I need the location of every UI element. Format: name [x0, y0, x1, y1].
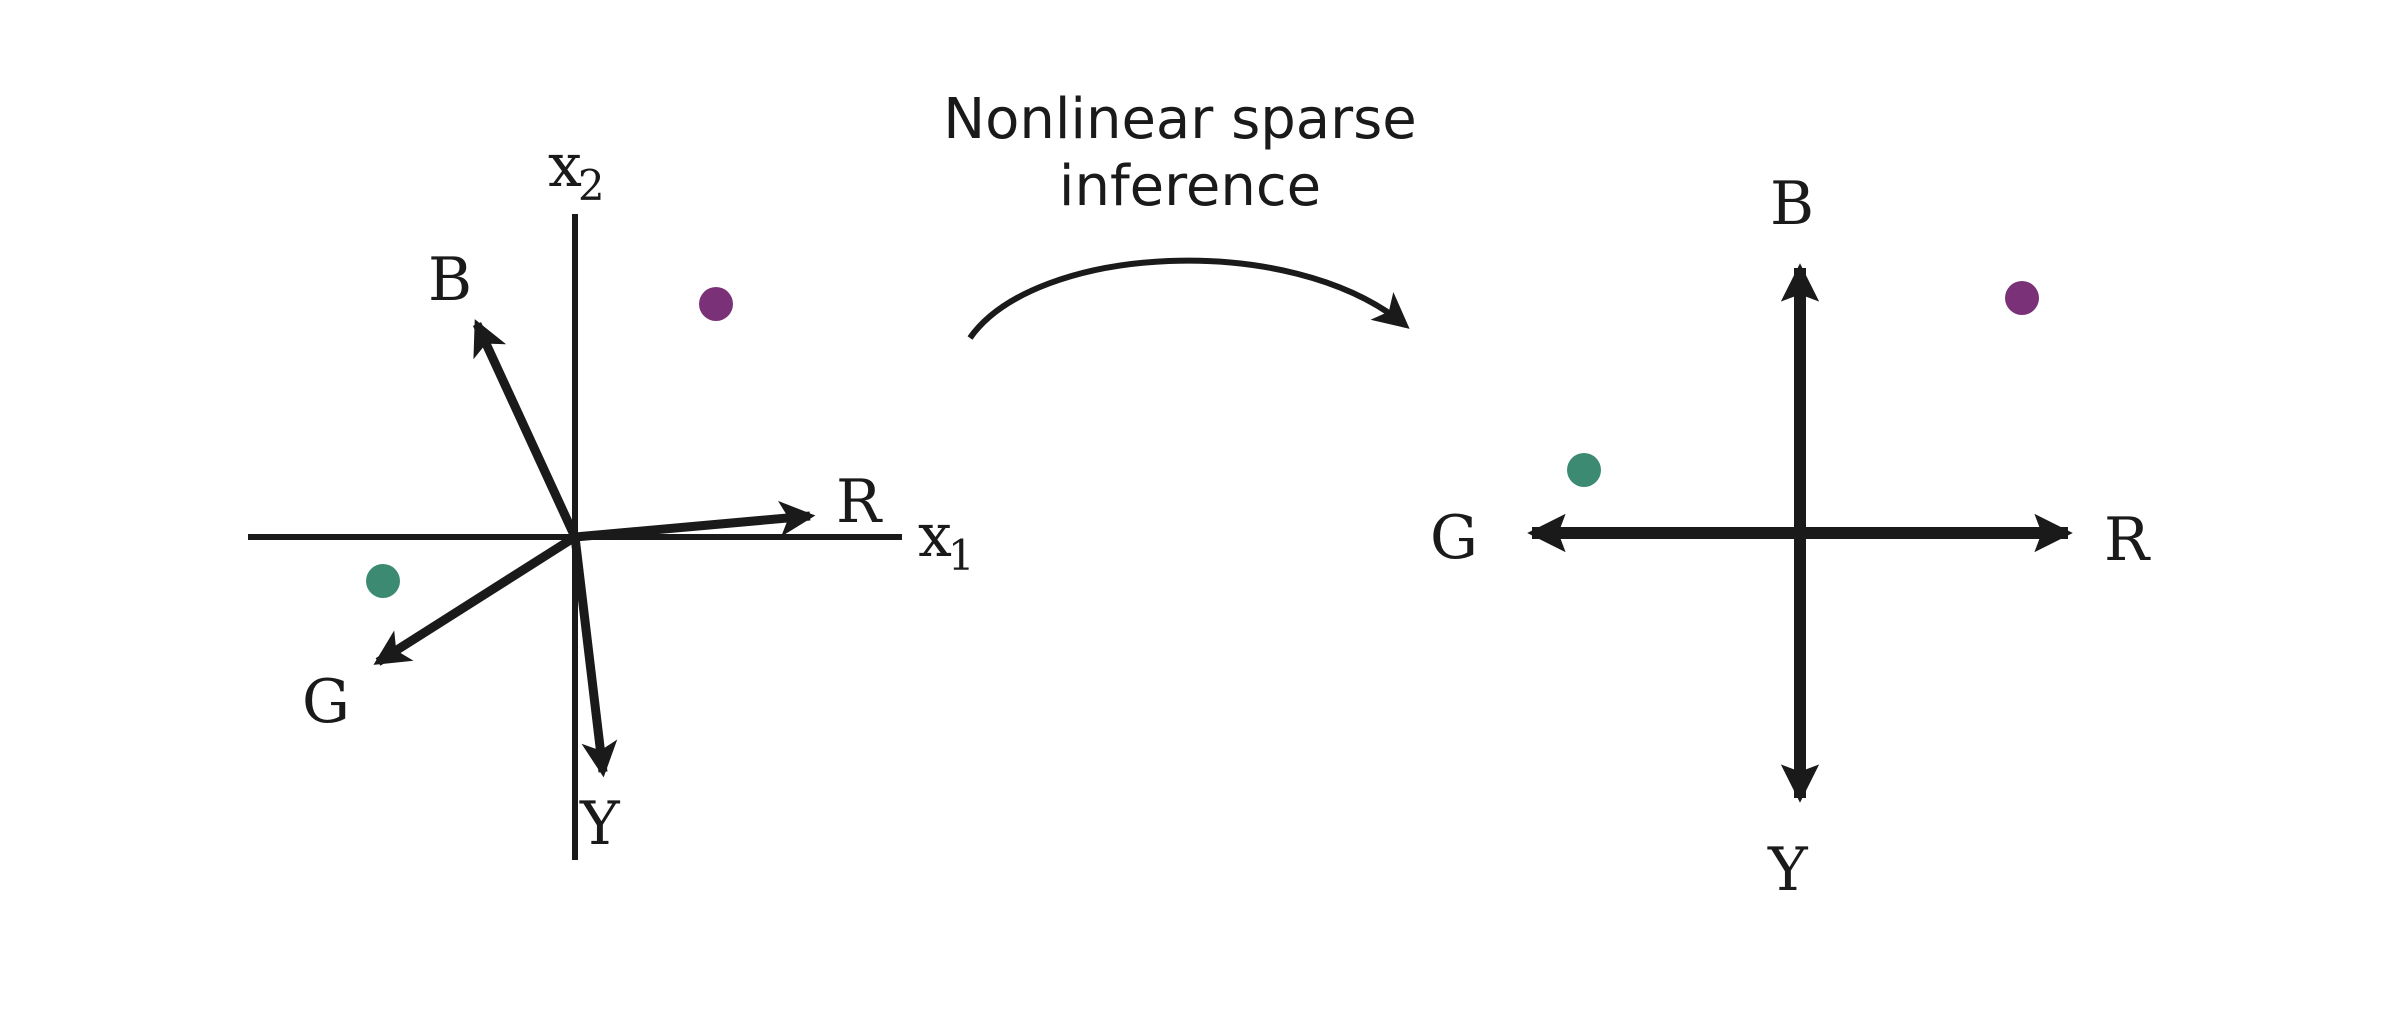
vector-g-left-label: G [302, 667, 350, 737]
vector-b-left-label: B [428, 245, 472, 315]
vector-y-left [570, 536, 618, 778]
purple-point-right [2005, 281, 2039, 315]
transformation-arrow [967, 257, 1410, 340]
vector-b-right-label: B [1770, 169, 1814, 239]
vector-y-left-label: Y [579, 789, 621, 859]
x2-axis-label: x2 [548, 131, 605, 210]
x1-axis-label: x1 [918, 501, 975, 580]
vector-r-left [574, 500, 816, 542]
vector-r-right-label: R [2104, 505, 2151, 575]
vector-y-right-label: Y [1767, 835, 1809, 905]
green-point-left [366, 564, 400, 598]
purple-point-left [699, 287, 733, 321]
green-point-right [1567, 453, 1601, 487]
vector-b-left [472, 319, 580, 539]
caption-line-2: inference [1059, 154, 1321, 219]
vector-r-left-label: R [836, 467, 883, 537]
vector-g-right-label: G [1430, 503, 1478, 573]
caption-line-1: Nonlinear sparse [943, 87, 1417, 152]
vector-g-left [373, 533, 578, 666]
right-panel: R G B Y [1430, 169, 2151, 905]
left-panel: x2 x1 R B G Y [248, 131, 975, 860]
